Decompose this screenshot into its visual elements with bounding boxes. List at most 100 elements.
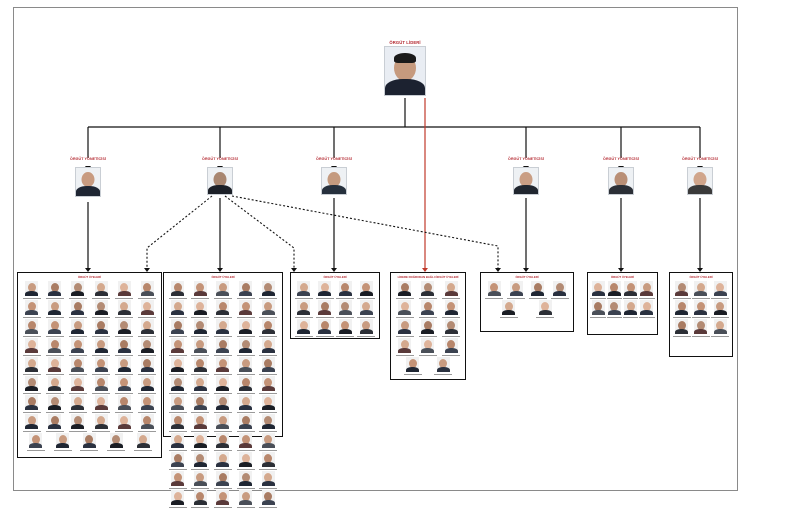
member-card [136,338,159,356]
member-photo [640,281,654,296]
member-photo [502,300,516,315]
member-clothing [318,291,332,296]
member-name-line [622,315,639,318]
member-face [196,378,205,387]
member-name-line [92,410,111,413]
member-face [173,321,182,330]
suit [322,185,346,194]
manager-photo [608,167,634,195]
member-photo [109,433,123,448]
member-name-line [236,448,255,451]
member-photo [444,300,458,315]
member-card [24,433,47,451]
member-face [218,416,227,425]
member-name-line [403,372,422,375]
member-face [73,416,82,425]
member-photo [140,281,154,296]
member-name-line [191,353,210,356]
member-photo [140,357,154,372]
member-card [90,338,113,356]
member-name-line [191,315,210,318]
member-photo [318,300,332,315]
member-card [166,319,188,337]
manager-photo [687,167,713,195]
member-photo [117,300,131,315]
leader-node: ÖRGÜT LİDERİ [380,40,430,97]
member-name-line [45,391,64,394]
member-name-line [213,467,232,470]
member-clothing [82,443,96,448]
member-card [672,300,692,318]
member-name-line [115,429,134,432]
member-clothing [338,291,352,296]
member-photo [538,300,552,315]
arrow-head [331,268,337,272]
member-face [400,340,409,349]
member-clothing [216,462,230,467]
arrow-head [523,268,529,272]
member-card [590,281,607,299]
member-face [447,302,456,311]
dotted-link-group3 [224,195,295,268]
member-face [73,397,82,406]
member-face [50,321,59,330]
member-card [257,471,279,489]
member-name-line [92,315,111,318]
member-photo [318,281,332,296]
member-name-line [168,448,187,451]
member-clothing [71,291,85,296]
member-photo [487,281,501,296]
member-name-line [138,372,157,375]
member-photo [239,414,253,429]
member-face [120,397,129,406]
member-clothing [502,310,516,315]
member-photo [94,395,108,410]
member-clothing [140,348,154,353]
member-name-line [259,467,278,470]
member-card [166,300,188,318]
arrow-head [697,268,703,272]
member-clothing [239,481,253,486]
member-clothing [239,424,253,429]
member-card [113,281,136,299]
member-photo [82,433,96,448]
member-clothing [25,348,39,353]
member-card [212,338,234,356]
member-clothing [216,500,230,505]
member-photo [216,300,230,315]
member-name-line [22,315,41,318]
member-photo [338,319,352,334]
member-photo [140,300,154,315]
member-photo [193,300,207,315]
member-name-line [691,315,710,318]
member-clothing [171,443,185,448]
member-clothing [239,367,253,372]
member-clothing [171,310,185,315]
member-clothing [193,348,207,353]
member-card [672,281,692,299]
member-card [212,300,234,318]
member-name-line [115,334,134,337]
member-clothing [297,329,311,334]
member-clothing [140,291,154,296]
member-photo [48,300,62,315]
manager-photo [321,167,347,195]
member-clothing [117,386,131,391]
member-card [212,490,234,508]
member-face [196,359,205,368]
member-name-line [191,372,210,375]
member-name-line [236,467,255,470]
member-name-line [315,296,334,299]
member-face [241,435,250,444]
member-name-line [22,391,41,394]
member-photo [694,281,708,296]
member-card [212,433,234,451]
member-card [335,300,356,318]
member-photo [359,300,373,315]
member-name-line [213,334,232,337]
member-face [362,321,371,330]
member-clothing [71,424,85,429]
member-card [189,395,211,413]
member-card [212,357,234,375]
